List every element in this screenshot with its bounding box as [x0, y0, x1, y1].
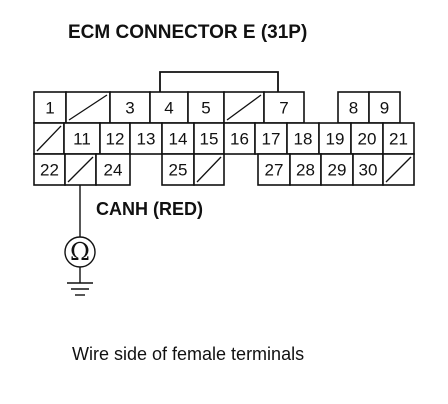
terminal-label: 20 — [358, 130, 377, 149]
terminal-label: 18 — [294, 130, 313, 149]
ground-icon — [67, 282, 93, 296]
terminal-label: 14 — [169, 130, 188, 149]
terminal-16 — [223, 122, 256, 155]
terminal-label: 8 — [349, 99, 358, 118]
terminal-label: 13 — [137, 130, 156, 149]
terminal-29 — [320, 153, 354, 186]
terminal-label: 15 — [200, 130, 219, 149]
terminal-label: 17 — [262, 130, 281, 149]
terminal-label: 19 — [326, 130, 345, 149]
terminal-28 — [289, 153, 322, 186]
terminal-label: 7 — [279, 99, 288, 118]
unused-terminal-slash — [67, 156, 94, 183]
terminal-7 — [263, 91, 305, 124]
unused-terminal-slash — [68, 94, 108, 121]
terminal-22 — [33, 153, 66, 186]
terminal-label: 11 — [73, 130, 91, 149]
terminal-label: 24 — [104, 161, 123, 180]
terminal-label: 3 — [125, 99, 134, 118]
terminal-24 — [95, 153, 131, 186]
terminal-label: 28 — [296, 161, 315, 180]
terminal-25 — [161, 153, 195, 186]
connector-lock-tab — [159, 71, 279, 92]
terminal-30 — [352, 153, 384, 186]
diagram-title: ECM CONNECTOR E (31P) — [68, 22, 307, 43]
terminal-label: 16 — [230, 130, 249, 149]
terminal-19 — [318, 122, 352, 155]
ohm-symbol: Ω — [70, 238, 90, 266]
terminal-label: 4 — [164, 99, 173, 118]
wire-color-label: CANH (RED) — [96, 199, 203, 219]
terminal-label: 22 — [40, 161, 59, 180]
terminal-label: 27 — [265, 161, 284, 180]
terminal-label: 29 — [328, 161, 347, 180]
terminal-21 — [382, 122, 415, 155]
terminal-label: 21 — [389, 130, 408, 149]
unused-terminal-slash — [226, 94, 262, 121]
terminal-13 — [129, 122, 163, 155]
unused-terminal-slash — [196, 156, 222, 183]
view-caption: Wire side of female terminals — [72, 344, 304, 364]
terminal-label: 25 — [169, 161, 188, 180]
terminal-14 — [161, 122, 195, 155]
terminal-12 — [99, 122, 131, 155]
terminal-label: 9 — [380, 99, 389, 118]
terminal-17 — [254, 122, 288, 155]
unused-terminal-slash — [36, 125, 62, 152]
unused-terminal-slash — [385, 156, 412, 183]
terminal-label: 30 — [359, 161, 378, 180]
terminal-label: 5 — [201, 99, 210, 118]
terminal-label: 1 — [45, 99, 54, 118]
terminal-18 — [286, 122, 320, 155]
terminal-label: 12 — [106, 130, 125, 149]
terminal-15 — [193, 122, 225, 155]
